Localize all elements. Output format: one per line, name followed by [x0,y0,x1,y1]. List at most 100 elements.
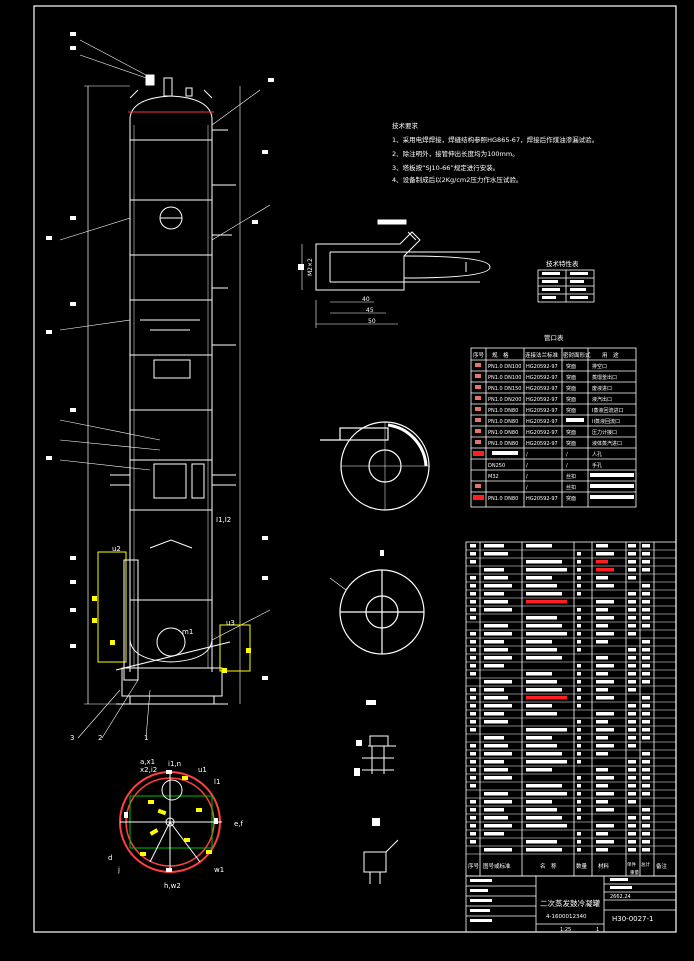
label-l1: l1 [214,778,220,786]
sheet-border [33,5,677,933]
bom-entry-mark [642,616,650,620]
bom-entry-mark [470,752,476,756]
bom-entry-mark [470,616,476,620]
title-block-code: 4-1600012340 [546,914,587,920]
nozzle-cell: / [566,463,568,469]
bom-entry-mark [577,632,581,636]
label-item2: 2 [98,734,102,742]
bom-entry-mark [470,800,476,804]
bom-entry-mark [642,696,650,700]
plate-detail [329,550,425,655]
small-detail-1 [354,700,396,776]
bom-entry-mark [642,728,650,732]
nozzle-cell: M32 [488,474,499,480]
nozzle-table: 管口表 序号 规 格 连接法兰标准 密封面形式 用 途 [470,333,637,508]
nozzle-cell: 突面 [566,429,576,436]
bom-entry-mark [526,760,567,764]
dim-40: 40 [362,296,370,303]
bom-entry-mark [470,760,476,764]
nozzle-cell: HG20592-97 [526,496,558,502]
bom-entry-mark [577,752,581,756]
bom-entry-mark [577,568,581,572]
bom-entry-mark [642,672,650,676]
bom-header-unit: 单件 [627,861,636,868]
bom-entry-mark [642,840,650,844]
label-u2: u2 [112,545,121,553]
bom-entry-mark [642,736,650,740]
bom-entry-mark [484,648,508,652]
bom-entry-mark [642,608,650,612]
bom-entry-mark [470,768,476,772]
nozzle-cell: 突面 [566,374,576,381]
bom-entry-mark [596,800,608,804]
nozzle-cell: 手孔 [592,462,602,469]
bom-entry-mark [526,648,557,652]
bom-entry-mark [628,632,636,636]
bom-entry-mark [526,808,557,812]
bom-entry-mark [577,648,581,652]
bom-entry-mark [484,816,508,820]
nozzle-cell: 压力计接口 [592,429,617,436]
title-block-number: 2662.24 [610,894,631,900]
bom-entry-mark [470,584,476,588]
bom-entry-mark [526,544,552,548]
bom-entry-mark [642,656,650,660]
bom-entry-mark [526,712,557,716]
bom-entry-mark [470,656,476,660]
bom-entry-mark [484,688,504,692]
bom-entry-mark [470,552,476,556]
bom-entry-mark [642,584,650,588]
bom-entry-mark [628,664,636,668]
bom-entry-mark [628,816,636,820]
bom-entry-mark [628,648,636,652]
bom-entry-mark [526,800,552,804]
bom-header-no: 序号 [468,862,480,870]
bom-entry-mark [577,696,581,700]
bom-entry-mark [596,616,614,620]
bom-entry-mark [596,640,608,644]
bom-entry-mark [596,768,608,772]
nozzle-cell: HG20592-97 [526,397,558,403]
nozzle-cell: 蒸馏釜出口 [592,374,617,381]
bill-of-materials: 序号 图号或标准 名 称 数量 材料 单件 总计 备注 重量 [465,541,677,877]
bom-entry-mark [577,672,581,676]
label-u1: u1 [198,766,207,774]
bom-entry-mark [628,624,636,628]
bom-entry-mark [484,608,512,612]
nozzle-cell: / [526,452,528,458]
bom-entry-mark [470,560,476,564]
bom-entry-mark [470,592,476,596]
bom-entry-mark [596,728,614,732]
bom-entry-mark [484,736,504,740]
nozzle-cell: / [526,463,528,469]
bom-header-total: 总计 [641,861,650,868]
bom-entry-mark [470,776,476,780]
bom-entry-mark [642,760,650,764]
bom-header-qty: 数量 [576,862,588,870]
bom-entry-mark [526,568,567,572]
bom-entry-mark [526,792,567,796]
bom-entry-mark [596,608,608,612]
bom-entry-mark [484,624,508,628]
bom-entry-mark [526,584,557,588]
nozzle-table-title: 管口表 [544,333,564,342]
label-item1: 1 [144,734,148,742]
nozzle-cell: II蒸液回流口 [592,418,620,425]
bom-entry-mark [642,792,650,796]
bom-entry-mark [642,624,650,628]
nozzle-cell: PN1.0 DN100 [488,364,521,370]
label-w1: w1 [214,866,224,874]
bom-entry-mark [628,760,636,764]
nozzle-cell: 突面 [566,440,576,447]
nozzle-cell: HG20592-97 [526,441,558,447]
bom-entry-mark [484,576,508,580]
bom-entry-mark [628,728,636,732]
bom-entry-mark [628,840,636,844]
bom-entry-mark [577,784,581,788]
nozzle-cell: 液体蒸汽进口 [592,440,622,447]
bom-entry-mark [484,776,512,780]
bom-entry-mark [596,696,614,700]
title-block-title: 二次蒸发鼓冷凝罐 [540,898,600,908]
dim-mk: M2×2 [307,258,314,276]
